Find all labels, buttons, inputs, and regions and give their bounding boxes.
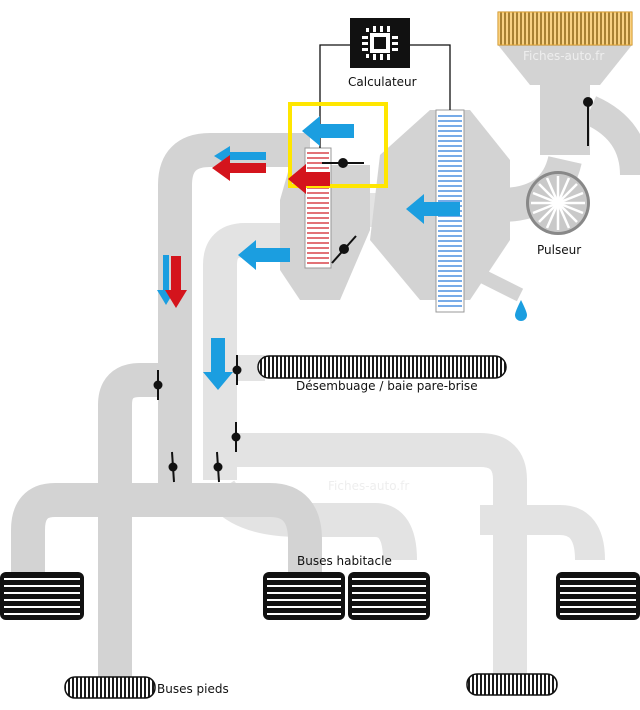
- foot-vent-right: [466, 673, 558, 696]
- outlet-grilles: [0, 355, 640, 699]
- ecu-unit: [319, 18, 451, 148]
- cabin-vent-center-right: [348, 572, 430, 620]
- center-right-duct: [220, 433, 527, 690]
- cold-arrow-top: [302, 116, 354, 146]
- flap-pivots: [153, 97, 593, 472]
- windscreen-vent: [257, 355, 507, 379]
- watermark-top: Fiches-auto.fr: [523, 49, 605, 63]
- blower-fan: [526, 171, 590, 235]
- hot-arrow-down-left: [165, 256, 187, 308]
- cabin-vent-right: [556, 572, 640, 620]
- cold-arrow-mix: [238, 240, 290, 270]
- right-outlet-duct: [480, 505, 605, 561]
- hot-arrow-top-mix: [288, 164, 330, 194]
- highlight-box: [288, 102, 388, 188]
- cold-duct-main: [203, 223, 310, 480]
- foot-vent-left: [64, 676, 156, 699]
- buses-pieds-label: Buses pieds: [157, 682, 229, 696]
- left-outlet-duct: [11, 483, 175, 575]
- intake-funnel: [498, 45, 632, 85]
- airflow-arrows: [157, 116, 460, 390]
- calculateur-label: Calculateur: [348, 75, 417, 89]
- pulseur-label: Pulseur: [537, 243, 582, 257]
- cabin-vent-left: [0, 572, 84, 620]
- hot-arrow-bypass: [212, 155, 266, 181]
- top-bypass-duct: [158, 133, 310, 500]
- cold-arrow-down-center: [203, 338, 233, 390]
- duct-network: [11, 133, 605, 690]
- buses-habitacle-label: Buses habitacle: [297, 554, 392, 568]
- cold-arrow-evap: [406, 194, 460, 224]
- recirc-duct: [583, 96, 640, 176]
- left-branch-duct: [98, 363, 175, 500]
- heater-core: [304, 147, 332, 269]
- desembuage-label: Désembuage / baie pare-brise: [296, 379, 478, 393]
- evap-drain-duct: [476, 268, 524, 302]
- intake-neck: [540, 85, 590, 155]
- center-left-duct: [175, 483, 322, 575]
- ecu-wire: [319, 44, 350, 148]
- watermark-center: Fiches-auto.fr: [328, 479, 410, 493]
- ecu-wire-right: [410, 44, 451, 110]
- cabin-vent-center-left: [263, 572, 345, 620]
- water-drop-icon: [515, 300, 527, 321]
